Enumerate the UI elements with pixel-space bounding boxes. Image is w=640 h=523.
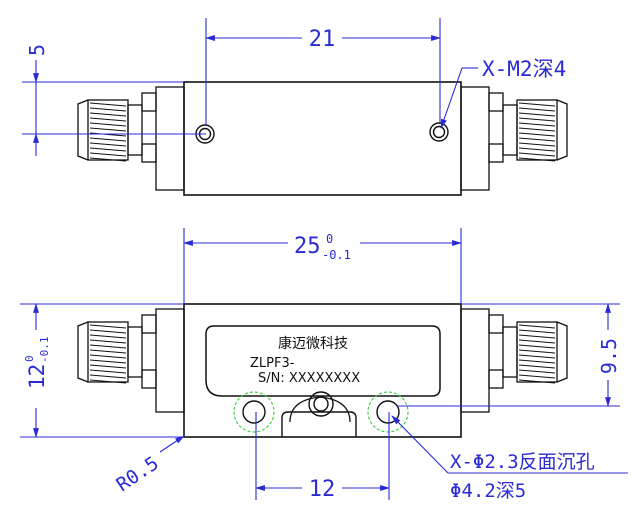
label-serial: S/N: XXXXXXXX xyxy=(258,371,360,386)
top-right-connector xyxy=(460,86,558,191)
hole-callout-line1: X-Φ2.3反面沉孔 xyxy=(450,451,595,473)
dim-25-tol-lower: -0.1 xyxy=(322,248,351,262)
top-view: 21 5 X-M2深4 xyxy=(22,18,568,196)
dim-25-tol-upper: 0 xyxy=(326,232,333,246)
thread-line xyxy=(89,354,127,359)
thread-line xyxy=(89,102,127,107)
label-model: ZLPF3- xyxy=(250,356,295,371)
thread-line xyxy=(89,379,127,384)
thread-line xyxy=(89,329,127,334)
thread-line xyxy=(518,132,556,137)
thread-line xyxy=(518,127,556,132)
thread-line xyxy=(89,359,127,364)
thread-line xyxy=(89,349,127,354)
top-left-connector-thread xyxy=(89,102,127,162)
thread-line xyxy=(89,127,127,132)
thread-line xyxy=(518,344,556,349)
thread-line xyxy=(518,354,556,359)
dim-21 xyxy=(205,18,441,125)
thread-line xyxy=(518,334,556,339)
thread-line xyxy=(518,339,556,344)
front-right-connector xyxy=(460,308,558,413)
front-right-countersunk-hole xyxy=(367,391,409,433)
thread-line xyxy=(518,142,556,147)
thread-line xyxy=(89,137,127,142)
dim-5-text: 5 xyxy=(25,44,49,56)
thread-line xyxy=(518,117,556,122)
center-connector-arch xyxy=(289,396,351,423)
thread-line xyxy=(518,137,556,142)
hole-callout-leader xyxy=(391,415,628,474)
dim-9-5 xyxy=(398,303,620,407)
dim-25-text: 25 xyxy=(294,234,321,259)
thread-line xyxy=(89,112,127,117)
thread-line xyxy=(518,359,556,364)
bottom-notch xyxy=(281,411,357,437)
thread-callout-text: X-M2深4 xyxy=(482,57,566,81)
thread-line xyxy=(518,369,556,374)
front-right-connector-tip xyxy=(556,321,568,383)
top-right-connector-thread xyxy=(518,102,556,162)
dim-21-text: 21 xyxy=(309,27,336,52)
thread-line xyxy=(89,147,127,152)
top-right-mounting-hole xyxy=(429,122,449,142)
dim-25 xyxy=(183,228,462,304)
dim-12-spacing xyxy=(255,412,390,500)
center-pin xyxy=(308,391,334,417)
hole-callout-line2: Φ4.2深5 xyxy=(450,480,526,502)
thread-line xyxy=(518,364,556,369)
thread-line xyxy=(518,152,556,157)
thread-line xyxy=(518,374,556,379)
top-right-connector-tip xyxy=(556,99,568,161)
front-left-countersunk-hole xyxy=(233,391,275,433)
dim-12-spacing-text: 12 xyxy=(309,477,336,502)
top-body-outline xyxy=(183,81,462,196)
thread-line xyxy=(89,157,127,162)
thread-line xyxy=(518,147,556,152)
dim-12-height xyxy=(20,303,184,438)
thread-line xyxy=(89,374,127,379)
thread-line xyxy=(518,379,556,384)
thread-line xyxy=(518,102,556,107)
top-left-connector-tip xyxy=(77,99,89,161)
front-view: 康迈微科技 ZLPF3- S/N: XXXXXXXX xyxy=(20,228,628,502)
thread-line xyxy=(89,122,127,127)
dim-9-5-text: 9.5 xyxy=(597,338,621,374)
thread-line xyxy=(89,324,127,329)
dim-12-height-tol-upper: 0 xyxy=(23,355,36,362)
thread-line xyxy=(89,334,127,339)
thread-line xyxy=(89,369,127,374)
radius-text: R0.5 xyxy=(112,452,162,496)
dim-5 xyxy=(22,60,206,156)
front-left-connector-thread xyxy=(89,324,127,384)
front-left-connector-tip xyxy=(77,321,89,383)
thread-line xyxy=(518,107,556,112)
thread-line xyxy=(518,329,556,334)
thread-line xyxy=(89,344,127,349)
thread-line xyxy=(89,107,127,112)
thread-line xyxy=(89,339,127,344)
front-left-connector xyxy=(87,308,185,413)
thread-line xyxy=(89,364,127,369)
label-company: 康迈微科技 xyxy=(278,335,348,352)
thread-callout-leader xyxy=(440,67,478,129)
thread-line xyxy=(518,112,556,117)
radius-leader xyxy=(159,435,185,453)
dim-12-height-label: 12 0 -0.1 xyxy=(23,337,51,390)
thread-line xyxy=(518,122,556,127)
dim-12-height-text: 12 xyxy=(25,364,49,389)
top-left-connector xyxy=(87,86,185,191)
thread-line xyxy=(518,349,556,354)
front-right-connector-thread xyxy=(518,324,556,384)
dim-12-height-tol-lower: -0.1 xyxy=(38,337,51,364)
thread-line xyxy=(89,117,127,122)
thread-line xyxy=(89,142,127,147)
thread-line xyxy=(89,152,127,157)
label-plate xyxy=(205,325,441,397)
thread-line xyxy=(518,157,556,162)
thread-line xyxy=(518,324,556,329)
